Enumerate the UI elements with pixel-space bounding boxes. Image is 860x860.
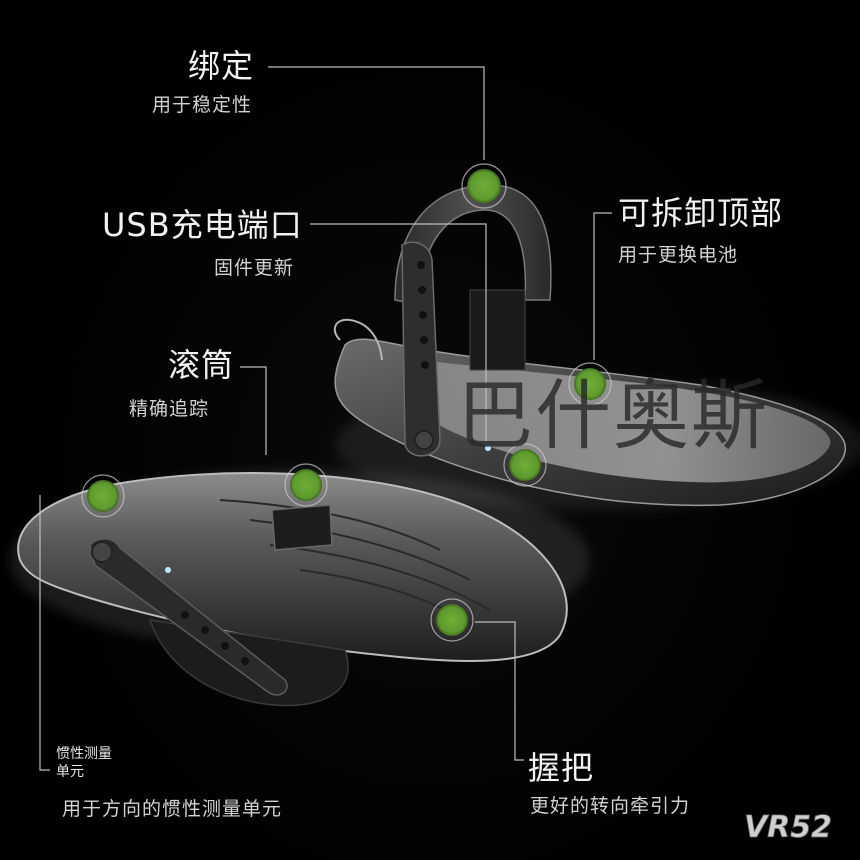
vr52-logo-text: VR52 bbox=[744, 810, 832, 845]
leader-lines bbox=[39, 66, 612, 771]
leader-line-top bbox=[593, 212, 612, 360]
rear-shoe-device bbox=[333, 184, 860, 510]
leader-line-grip bbox=[475, 621, 524, 761]
marker-roller bbox=[284, 463, 328, 507]
marker-imu bbox=[81, 474, 125, 518]
marker-grip bbox=[430, 598, 474, 642]
callout-grip-title: 握把 bbox=[528, 749, 595, 787]
callout-top-subtitle: 用于更换电池 bbox=[618, 244, 739, 266]
callout-imu-title-line1: 惯性测量 bbox=[56, 746, 112, 762]
callout-grip-subtitle: 更好的转向牵引力 bbox=[530, 795, 691, 817]
callout-roller-title: 滚筒 bbox=[168, 346, 235, 384]
front-shoe-device bbox=[10, 470, 590, 707]
callout-imu-title: 惯性测量 单元 bbox=[56, 746, 112, 781]
callout-imu-title-line2: 单元 bbox=[56, 763, 84, 780]
callout-strap-title: 绑定 bbox=[188, 47, 255, 85]
leader-line-roller bbox=[240, 366, 267, 455]
leader-line-strap bbox=[268, 66, 485, 160]
vr52-logo: VR52 bbox=[744, 810, 833, 846]
callout-usb-title: USB充电端口 bbox=[102, 206, 303, 244]
callout-top-title: 可拆卸顶部 bbox=[618, 194, 784, 232]
marker-top bbox=[568, 362, 612, 406]
marker-strap bbox=[461, 163, 507, 209]
watermark-text: 巴什奥斯 bbox=[457, 371, 769, 460]
callout-strap-subtitle: 用于稳定性 bbox=[152, 94, 253, 116]
callout-usb-subtitle: 固件更新 bbox=[214, 257, 295, 279]
leader-line-imu bbox=[39, 495, 50, 771]
leader-line-usb bbox=[310, 223, 487, 445]
callout-roller-subtitle: 精确追踪 bbox=[129, 398, 210, 420]
callout-imu-subtitle: 用于方向的惯性测量单元 bbox=[62, 798, 283, 820]
feature-markers bbox=[81, 163, 612, 642]
marker-usb bbox=[503, 443, 547, 487]
